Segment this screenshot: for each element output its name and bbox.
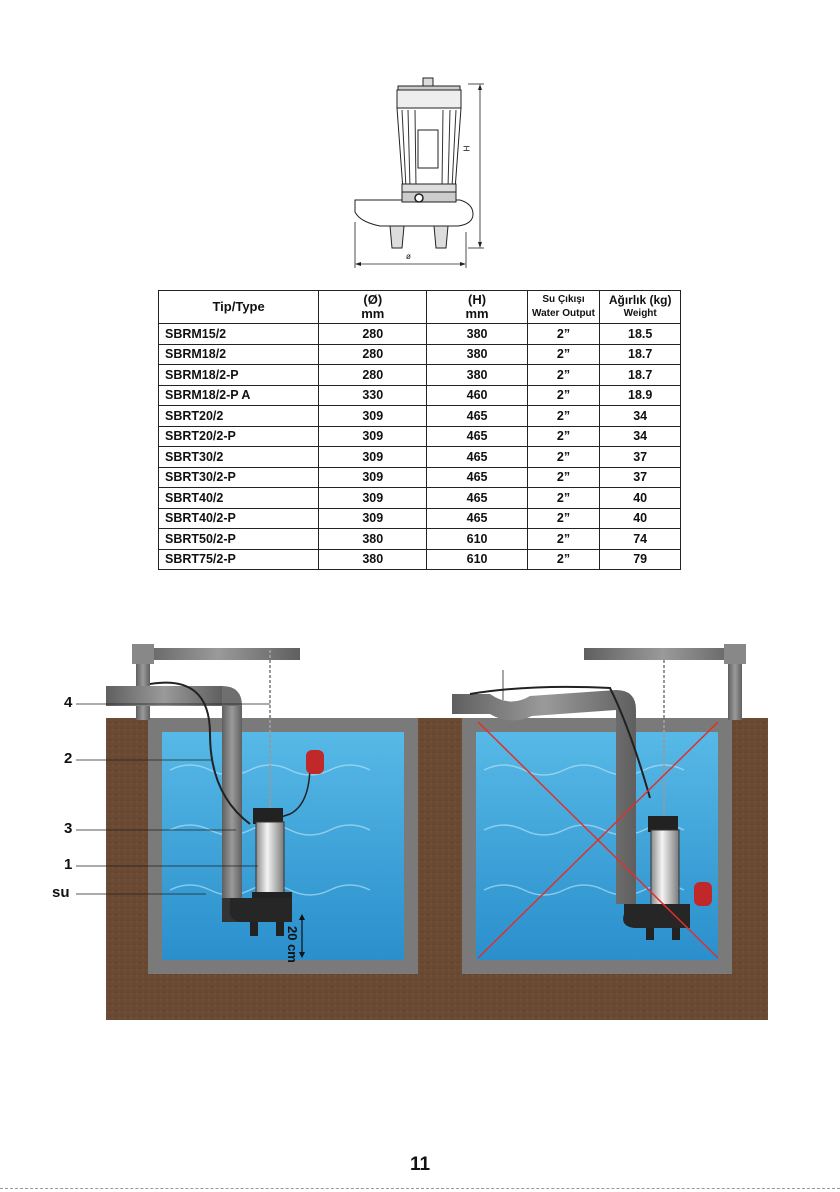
cell-weight: 34: [599, 425, 681, 447]
cell-weight: 74: [599, 528, 681, 550]
diameter-dimension-label: ø: [406, 252, 411, 261]
cell-diameter: 380: [318, 548, 428, 570]
cell-height: 610: [426, 528, 528, 550]
cell-type: SBRT30/2-P: [157, 466, 320, 488]
callout-3: 3: [64, 820, 73, 837]
header-height: (H)mm: [426, 290, 528, 324]
cell-type: SBRT75/2-P: [157, 548, 320, 570]
cell-water-output: 2”: [526, 425, 601, 447]
cell-type: SBRM18/2-P A: [157, 384, 320, 406]
cell-diameter: 280: [318, 343, 428, 365]
header-weight: Ağırlık (kg)Weight: [599, 290, 681, 324]
cell-type: SBRM18/2: [157, 343, 320, 365]
installation-diagram: [76, 644, 768, 1020]
cell-diameter: 280: [318, 323, 428, 345]
cell-height: 610: [426, 548, 528, 570]
cell-type: SBRM15/2: [157, 323, 320, 345]
cell-water-output: 2”: [526, 487, 601, 509]
cell-weight: 37: [599, 466, 681, 488]
cell-height: 465: [426, 446, 528, 468]
cell-weight: 18.7: [599, 364, 681, 386]
cell-type: SBRT20/2-P: [157, 425, 320, 447]
cell-water-output: 2”: [526, 364, 601, 386]
cell-water-output: 2”: [526, 548, 601, 570]
cell-diameter: 280: [318, 364, 428, 386]
cell-water-output: 2”: [526, 528, 601, 550]
cell-diameter: 309: [318, 487, 428, 509]
cell-height: 460: [426, 384, 528, 406]
cell-weight: 18.5: [599, 323, 681, 345]
cell-weight: 37: [599, 446, 681, 468]
callout-su: su: [52, 884, 70, 901]
depth-label: 20 cm: [285, 926, 300, 963]
page-number: 11: [409, 1154, 431, 1175]
cell-diameter: 330: [318, 384, 428, 406]
cell-weight: 34: [599, 405, 681, 427]
cell-type: SBRT50/2-P: [157, 528, 320, 550]
cell-height: 465: [426, 466, 528, 488]
cell-water-output: 2”: [526, 343, 601, 365]
cell-diameter: 309: [318, 425, 428, 447]
cell-weight: 18.7: [599, 343, 681, 365]
cell-height: 465: [426, 507, 528, 529]
cell-type: SBRM18/2-P: [157, 364, 320, 386]
cell-water-output: 2”: [526, 507, 601, 529]
cell-type: SBRT30/2: [157, 446, 320, 468]
footer-divider: [0, 1188, 840, 1189]
cell-weight: 18.9: [599, 384, 681, 406]
cell-weight: 40: [599, 487, 681, 509]
cell-height: 380: [426, 323, 528, 345]
height-dimension-label: H: [462, 145, 472, 152]
callout-4: 4: [64, 694, 73, 711]
cell-height: 380: [426, 343, 528, 365]
cell-diameter: 309: [318, 446, 428, 468]
cell-height: 465: [426, 405, 528, 427]
cell-water-output: 2”: [526, 323, 601, 345]
header-type: Tip/Type: [157, 290, 320, 324]
cell-diameter: 309: [318, 507, 428, 529]
callout-2: 2: [64, 750, 73, 767]
cell-water-output: 2”: [526, 446, 601, 468]
cell-weight: 79: [599, 548, 681, 570]
cell-water-output: 2”: [526, 405, 601, 427]
cell-diameter: 309: [318, 466, 428, 488]
cell-water-output: 2”: [526, 384, 601, 406]
pump-dimension-drawing: [354, 77, 484, 268]
cell-height: 465: [426, 425, 528, 447]
cell-diameter: 380: [318, 528, 428, 550]
cell-weight: 40: [599, 507, 681, 529]
cell-diameter: 309: [318, 405, 428, 427]
cell-type: SBRT20/2: [157, 405, 320, 427]
cell-water-output: 2”: [526, 466, 601, 488]
cell-type: SBRT40/2: [157, 487, 320, 509]
header-diameter: (Ø)mm: [318, 290, 428, 324]
callout-1: 1: [64, 856, 73, 873]
cell-height: 465: [426, 487, 528, 509]
cell-height: 380: [426, 364, 528, 386]
cell-type: SBRT40/2-P: [157, 507, 320, 529]
